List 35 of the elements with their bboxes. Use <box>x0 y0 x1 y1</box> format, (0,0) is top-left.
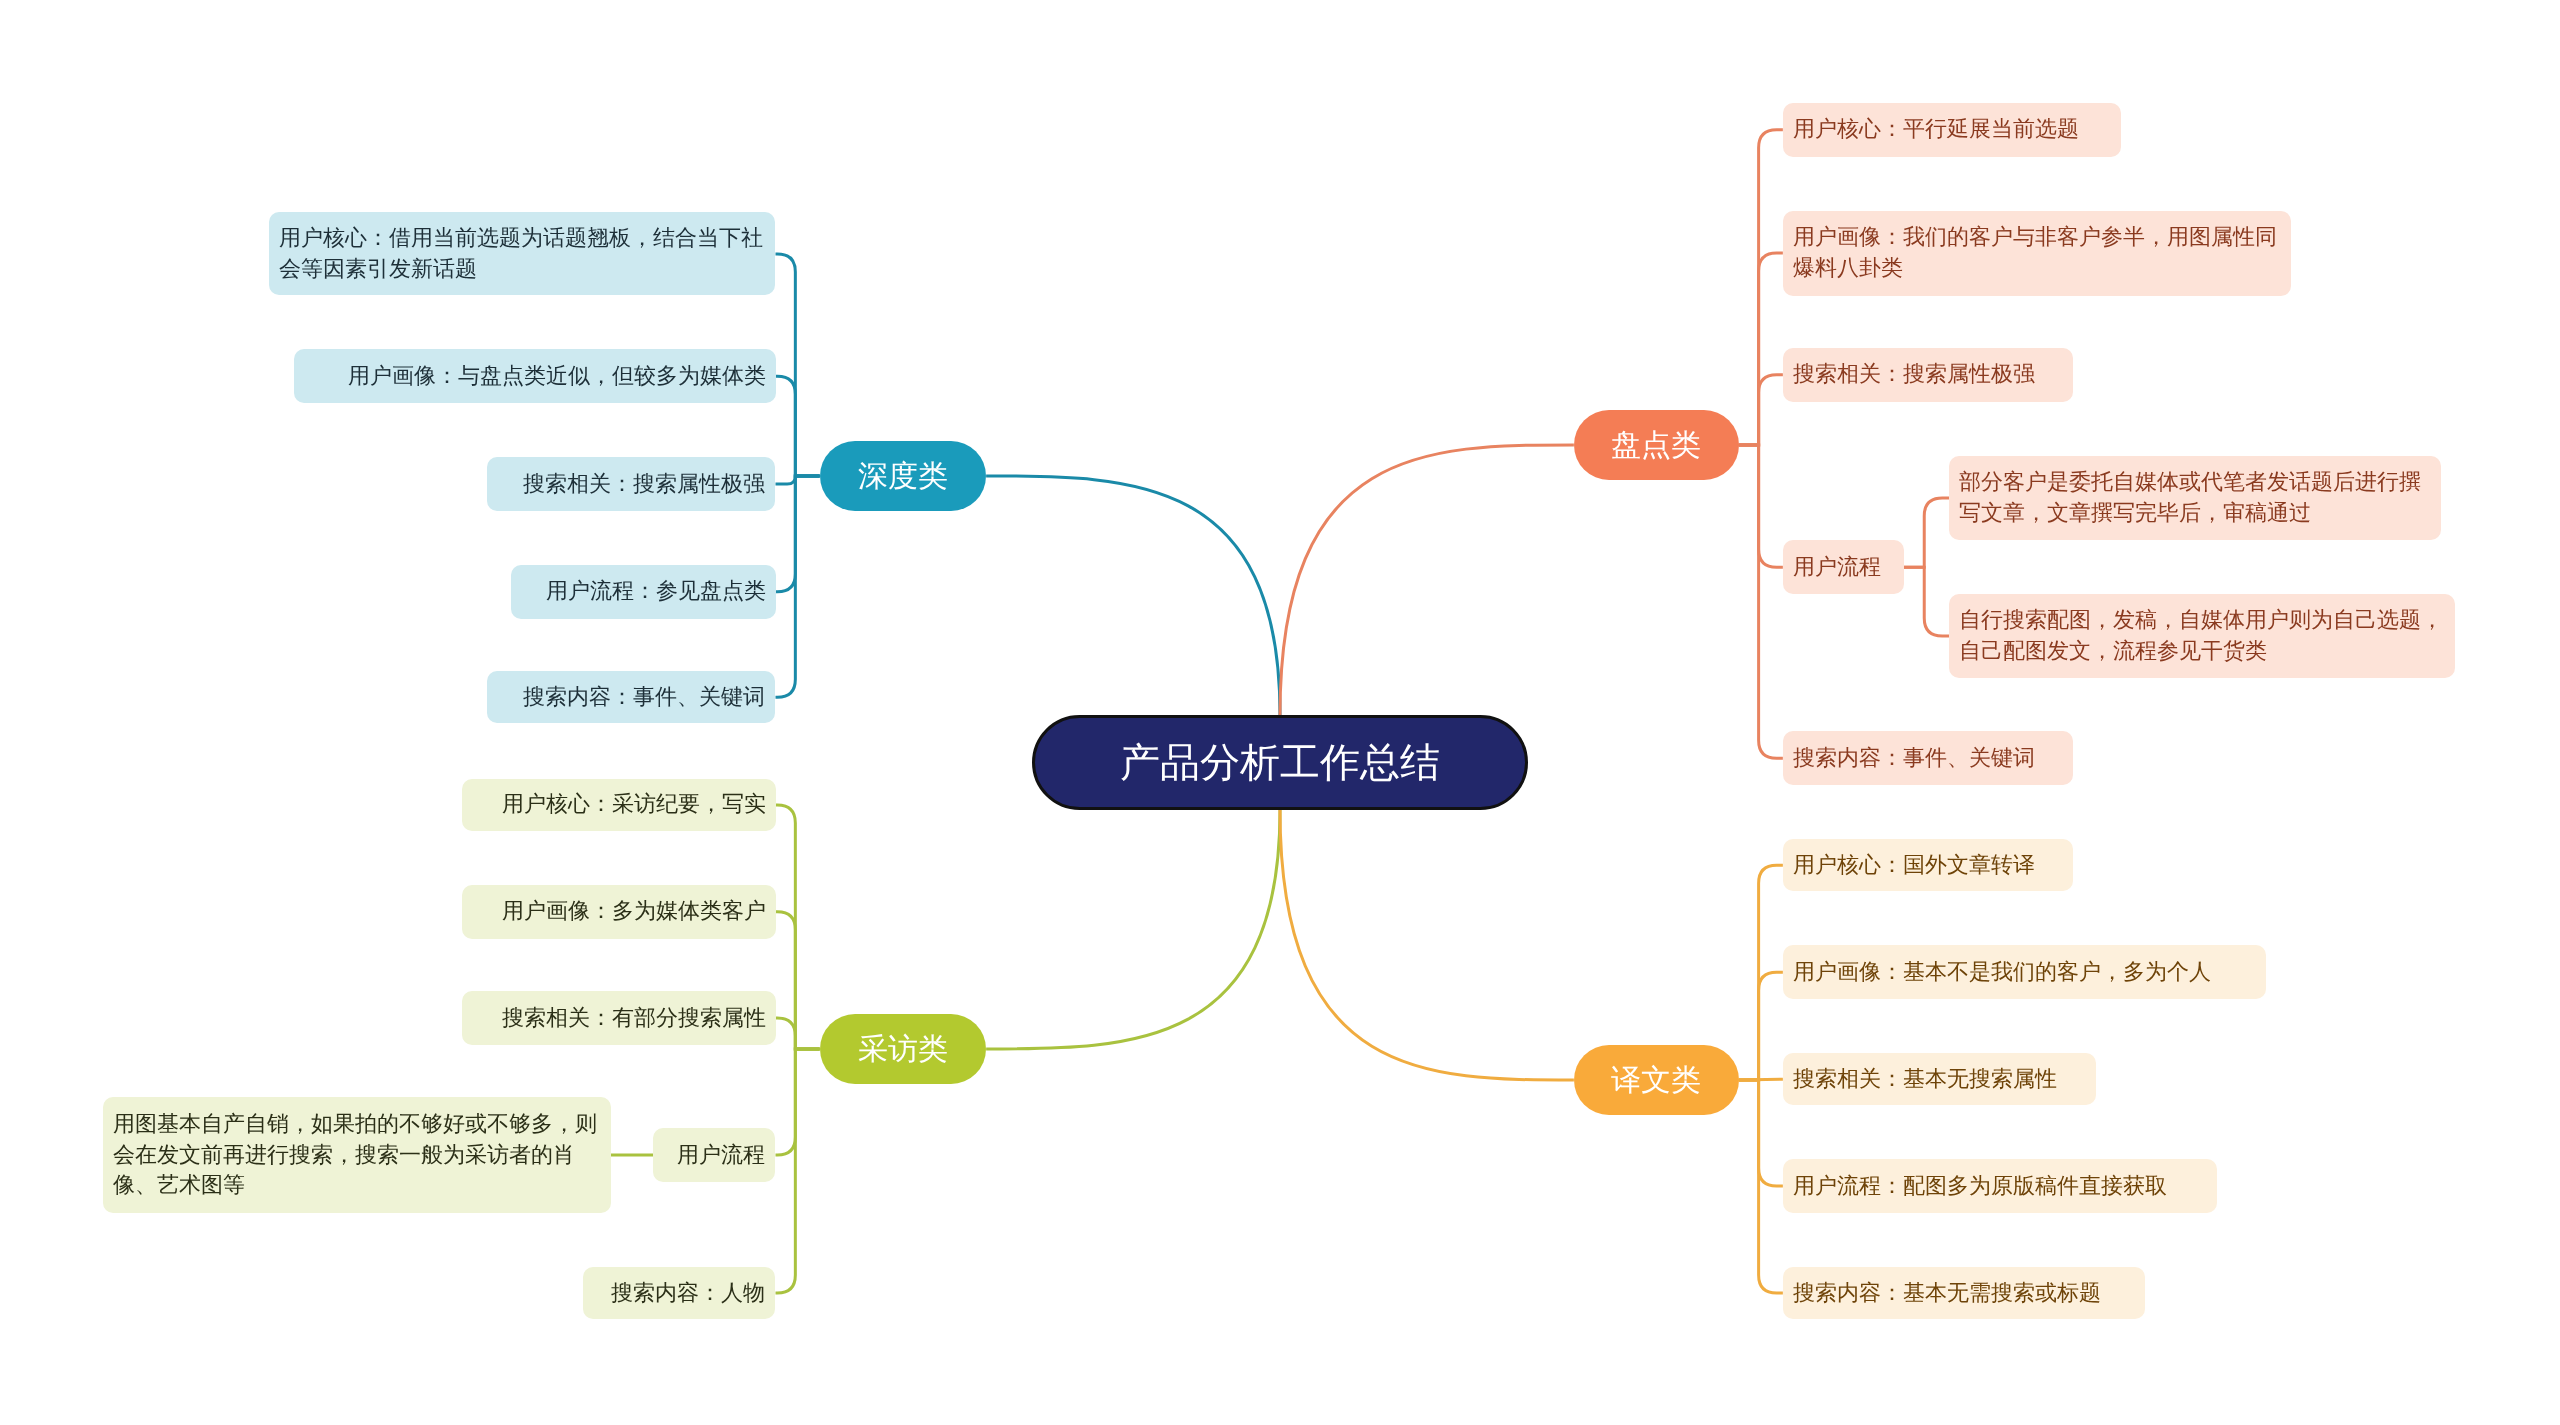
subtopic-box: 用图基本自产自销，如果拍的不够好或不够多，则会在发文前再进行搜索，搜索一般为采访者的肖像、艺术图等 <box>102 1097 611 1214</box>
subtopic-box: 搜索相关：有部分搜索属性 <box>462 991 776 1045</box>
subtopic-box: 用户画像：与盘点类近似，但较多为媒体类 <box>293 349 776 404</box>
subtopic-box: 用户流程 <box>653 1128 776 1183</box>
subtopic-box: 用户流程：配图多为原版稿件直接获取 <box>1782 1159 2218 1214</box>
connector-line <box>986 474 1282 716</box>
subtopic-box: 用户核心：平行延展当前选题 <box>1782 102 2121 157</box>
branch-topic: 译文类 <box>1573 1044 1739 1116</box>
subtopic-box: 用户画像：基本不是我们的客户，多为个人 <box>1782 945 2267 1000</box>
connector-line <box>986 809 1282 1051</box>
connector-line <box>1278 809 1574 1082</box>
branch-topic: 盘点类 <box>1573 409 1739 480</box>
subtopic-box: 用户流程：参见盘点类 <box>511 564 776 619</box>
connector-line <box>1738 1077 1783 1082</box>
subtopic-box: 搜索内容：事件、关键词 <box>486 671 776 724</box>
subtopic-box: 用户核心：借用当前选题为话题翘板，结合当下社会等因素引发新话题 <box>269 212 776 296</box>
branch-topic: 采访类 <box>819 1013 987 1085</box>
branch-topic: 深度类 <box>819 440 987 511</box>
subtopic-box: 用户核心：国外文章转译 <box>1782 839 2074 892</box>
subtopic-box: 搜索相关：基本无搜索属性 <box>1782 1053 2097 1106</box>
subtopic-box: 自行搜索配图，发稿，自媒体用户则为自己选题，自己配图发文，流程参见干货类 <box>1949 594 2456 678</box>
connector-line <box>1738 1078 1783 1295</box>
subtopic-box: 搜索内容：人物 <box>582 1266 776 1320</box>
subtopic-box: 部分客户是委托自媒体或代笔者发话题后进行撰写文章，文章撰写完毕后，审稿通过 <box>1949 455 2441 541</box>
subtopic-box: 用户画像：我们的客户与非客户参半，用图属性同爆料八卦类 <box>1782 210 2291 296</box>
subtopic-box: 用户核心：采访纪要，写实 <box>462 778 776 831</box>
connector-line <box>1278 443 1574 716</box>
subtopic-box: 搜索相关：搜索属性极强 <box>1782 347 2074 402</box>
connector-line <box>610 1153 654 1157</box>
central-topic: 产品分析工作总结 <box>1031 715 1529 810</box>
subtopic-box: 搜索内容：基本无需搜索或标题 <box>1782 1266 2146 1320</box>
subtopic-box: 搜索内容：事件、关键词 <box>1782 731 2074 786</box>
subtopic-box: 用户流程 <box>1782 540 1904 595</box>
subtopic-box: 搜索相关：搜索属性极强 <box>486 457 776 511</box>
subtopic-box: 用户画像：多为媒体类客户 <box>462 884 776 939</box>
